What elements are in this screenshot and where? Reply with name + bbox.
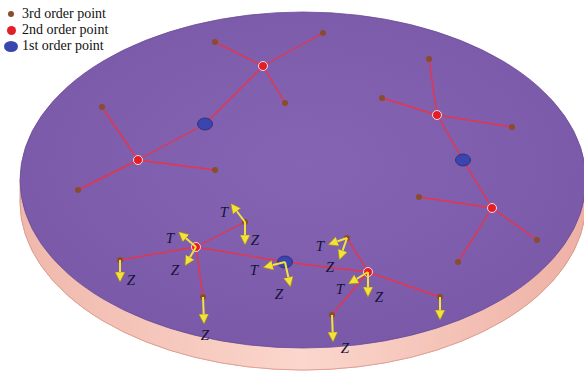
legend-entry: 2nd order point bbox=[4, 22, 108, 38]
disc bbox=[20, 12, 584, 370]
legend-text: 2nd order point bbox=[22, 22, 108, 38]
legend: 3rd order point2nd order point1st order … bbox=[4, 6, 108, 54]
vertical-label: Z bbox=[201, 328, 209, 343]
legend-text: 3rd order point bbox=[22, 6, 106, 22]
tangent-label: T bbox=[220, 205, 228, 220]
vertical-label: Z bbox=[251, 233, 259, 248]
tangent-label: T bbox=[316, 239, 324, 254]
tangent-label: T bbox=[250, 263, 258, 278]
network-lines bbox=[78, 33, 537, 315]
legend-swatch bbox=[4, 41, 18, 52]
vertical-label: Z bbox=[375, 290, 383, 305]
legend-entry: 3rd order point bbox=[4, 6, 108, 22]
tangent-label: T bbox=[166, 231, 174, 246]
tangent-label: T bbox=[336, 282, 344, 297]
vertical-label: Z bbox=[275, 287, 283, 302]
second-order-points bbox=[134, 62, 497, 277]
legend-swatch-holder bbox=[4, 11, 18, 17]
third-order-points bbox=[75, 30, 540, 318]
vertical-label: Z bbox=[127, 273, 135, 288]
legend-entry: 1st order point bbox=[4, 38, 108, 54]
legend-swatch-holder bbox=[4, 41, 18, 52]
vertical-label: Z bbox=[326, 260, 334, 275]
first-order-points bbox=[198, 118, 471, 268]
legend-swatch bbox=[7, 26, 16, 35]
legend-text: 1st order point bbox=[22, 38, 104, 54]
vertical-label: Z bbox=[171, 263, 179, 278]
vertical-label: Z bbox=[341, 341, 349, 356]
legend-swatch-holder bbox=[4, 26, 18, 35]
direction-arrows bbox=[120, 205, 440, 340]
legend-swatch bbox=[8, 11, 14, 17]
